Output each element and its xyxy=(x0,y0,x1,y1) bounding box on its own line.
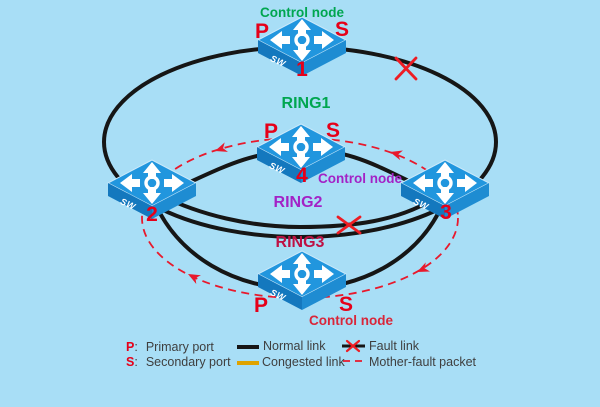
switch-node-bottom xyxy=(257,250,347,312)
secondary-port-label-node1: S xyxy=(334,18,350,41)
node2-number: 2 xyxy=(146,203,158,226)
legend-primary-key: P xyxy=(126,340,135,354)
node4-number: 4 xyxy=(296,164,308,187)
secondary-port-label-node4: S xyxy=(325,119,341,142)
packet-arrow-icon xyxy=(215,142,228,152)
control-node-label-bottom: Control node xyxy=(309,313,393,328)
secondary-port-label-bottom: S xyxy=(338,293,354,316)
legend-mother-fault-label: Mother-fault packet xyxy=(369,355,476,369)
primary-port-label-node4: P xyxy=(263,120,279,143)
legend-normal-link-label: Normal link xyxy=(263,339,326,353)
node3-number: 3 xyxy=(440,201,452,224)
legend-primary-label: Primary port xyxy=(145,340,214,354)
fault-x-shared-link-icon xyxy=(336,215,362,235)
legend-colon: : xyxy=(134,340,138,354)
switch-icon xyxy=(257,250,347,312)
primary-port-label-bottom: P xyxy=(253,294,269,317)
control-node-label-top: Control node xyxy=(260,5,344,20)
fault-x-ring1-icon xyxy=(394,56,418,81)
packet-arrow-icon xyxy=(188,274,201,285)
legend-secondary-key: S xyxy=(126,355,135,369)
legend-primary-port: P: Primary port xyxy=(126,340,214,354)
node1-number: 1 xyxy=(296,58,308,81)
packet-arrow-icon xyxy=(417,262,430,272)
control-node-label-middle: Control node xyxy=(318,171,402,186)
legend-secondary-port: S: Secondary port xyxy=(126,355,231,369)
primary-port-label-node1: P xyxy=(254,20,270,43)
legend-secondary-label: Secondary port xyxy=(145,355,231,369)
ring1-label: RING1 xyxy=(281,95,331,112)
legend-colon: : xyxy=(134,355,138,369)
ring2-label: RING2 xyxy=(273,194,323,211)
packet-arrow-icon xyxy=(390,150,403,161)
legend-congested-link-label: Congested link xyxy=(262,355,345,369)
legend-fault-link-label: Fault link xyxy=(369,339,420,353)
legend-fault-x-icon xyxy=(345,339,361,353)
ring3-label: RING3 xyxy=(275,234,325,251)
